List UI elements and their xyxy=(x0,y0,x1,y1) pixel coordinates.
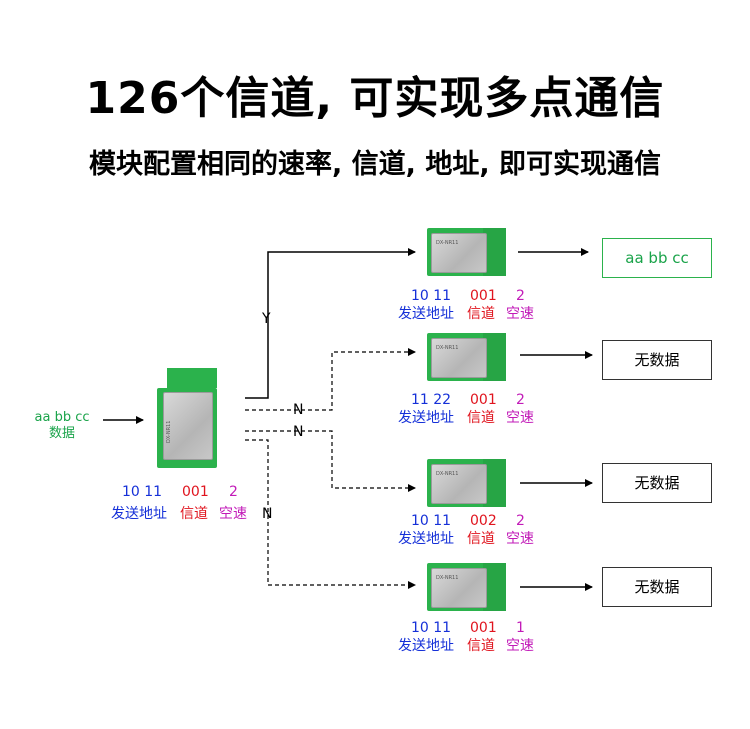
input-data-value: aa bb cc xyxy=(34,410,90,425)
branch-n3-label: N xyxy=(262,506,273,522)
sender-rate-label: 空速 xyxy=(219,506,247,522)
sender-channel-label: 信道 xyxy=(180,506,208,522)
receiver-1-rate-label: 空速 xyxy=(506,306,534,322)
page-title: 126个信道, 可实现多点通信 xyxy=(85,73,665,124)
branch-n1-label: N xyxy=(293,402,304,418)
receiver-module-2: DX-NR11 xyxy=(427,333,506,381)
sender-module-shield: DX-NR11 xyxy=(163,392,213,460)
receiver-2-address-label: 发送地址 xyxy=(398,410,454,426)
sender-address-label: 发送地址 xyxy=(111,506,167,522)
receiver-3-address-value: 10 11 xyxy=(411,513,452,529)
receiver-1-channel-value: 001 xyxy=(470,288,497,304)
receiver-3-channel-value: 002 xyxy=(470,513,497,529)
receiver-2-channel-label: 信道 xyxy=(467,410,495,426)
input-data-caption: 数据 xyxy=(48,426,75,441)
receiver-4-address-label: 发送地址 xyxy=(398,638,454,654)
receiver-module-1: DX-NR11 xyxy=(427,228,506,276)
sender-module-text: DX-NR11 xyxy=(166,420,172,443)
receiver-module-4-text: DX-NR11 xyxy=(436,575,459,581)
receiver-2-output: 无数据 xyxy=(602,340,712,380)
sender-channel-value: 001 xyxy=(182,484,209,500)
receiver-3-rate-label: 空速 xyxy=(506,531,534,547)
receiver-2-channel-value: 001 xyxy=(470,392,497,408)
receiver-3-output: 无数据 xyxy=(602,463,712,503)
receiver-module-2-text: DX-NR11 xyxy=(436,345,459,351)
receiver-4-address-value: 10 11 xyxy=(411,620,452,636)
receiver-2-address-value: 11 22 xyxy=(411,392,452,408)
receiver-4-output: 无数据 xyxy=(602,567,712,607)
input-data-label: aa bb cc 数据 xyxy=(30,410,94,442)
branch-y-label: Y xyxy=(262,311,271,327)
page-subtitle: 模块配置相同的速率, 信道, 地址, 即可实现通信 xyxy=(89,149,661,180)
receiver-3-address-label: 发送地址 xyxy=(398,531,454,547)
receiver-4-rate-value: 1 xyxy=(516,620,525,636)
receiver-module-4: DX-NR11 xyxy=(427,563,506,611)
receiver-1-output: aa bb cc xyxy=(602,238,712,278)
receiver-3-rate-value: 2 xyxy=(516,513,525,529)
receiver-4-channel-label: 信道 xyxy=(467,638,495,654)
receiver-4-rate-label: 空速 xyxy=(506,638,534,654)
receiver-module-3-text: DX-NR11 xyxy=(436,471,459,477)
receiver-2-rate-value: 2 xyxy=(516,392,525,408)
receiver-3-channel-label: 信道 xyxy=(467,531,495,547)
sender-rate-value: 2 xyxy=(229,484,238,500)
branch-n1-line xyxy=(245,348,416,411)
sender-address-value: 10 11 xyxy=(122,484,163,500)
receiver-1-channel-label: 信道 xyxy=(467,306,495,322)
receiver-1-address-value: 10 11 xyxy=(411,288,452,304)
sender-module: DX-NR11 xyxy=(157,368,217,468)
branch-y-line xyxy=(245,248,416,399)
receiver-module-3: DX-NR11 xyxy=(427,459,506,507)
branch-n2-label: N xyxy=(293,424,304,440)
receiver-1-address-label: 发送地址 xyxy=(398,306,454,322)
branch-n2-line xyxy=(245,430,416,492)
branch-n3-line xyxy=(245,439,416,589)
receiver-module-1-text: DX-NR11 xyxy=(436,240,459,246)
receiver-2-rate-label: 空速 xyxy=(506,410,534,426)
receiver-1-rate-value: 2 xyxy=(516,288,525,304)
receiver-4-channel-value: 001 xyxy=(470,620,497,636)
